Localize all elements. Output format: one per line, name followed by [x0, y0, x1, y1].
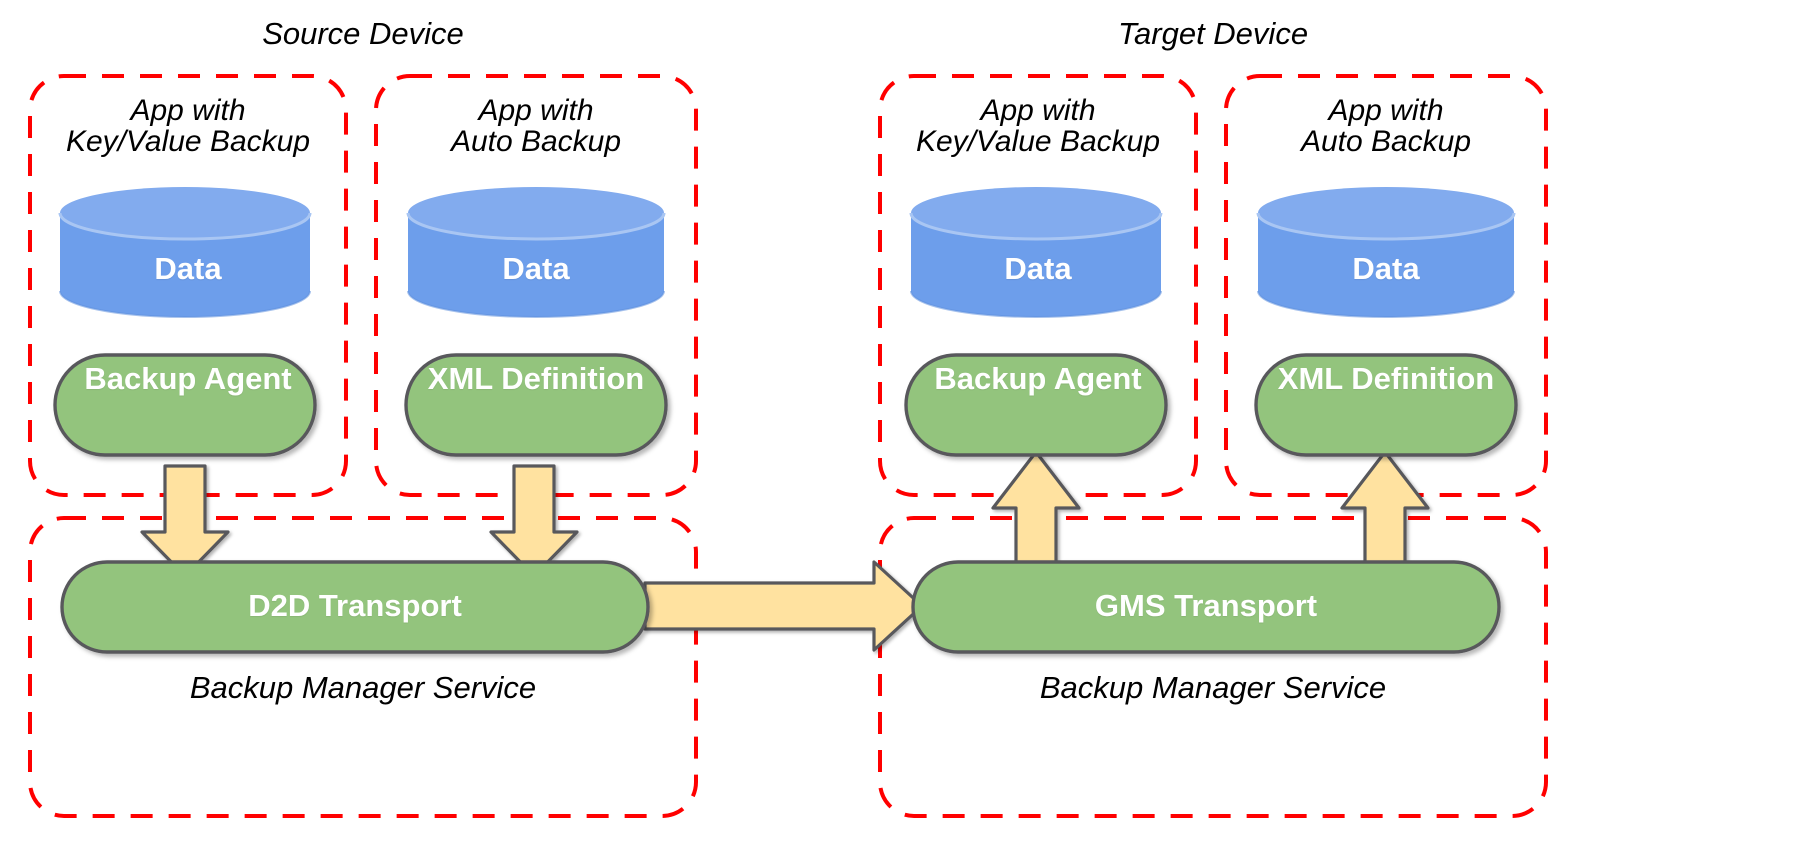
app-container-target-auto	[1224, 74, 1548, 497]
data-cylinder-source-kv	[58, 187, 312, 318]
service-container-source	[28, 516, 698, 818]
app-container-source-kv	[28, 74, 348, 497]
app-label-source-auto-line2: Auto Backup	[450, 125, 622, 158]
service-source-bms[interactable]: D2D Transport Backup Manager Service	[30, 518, 696, 816]
transport-label-d2d: D2D Transport	[248, 588, 462, 623]
app-source-kv[interactable]: App with Key/Value Backup Data Backup Ag…	[30, 76, 346, 495]
app-source-auto[interactable]: App with Auto Backup Data XML Definition	[376, 76, 696, 495]
mechanism-label-source-auto: XML Definition	[427, 361, 645, 396]
app-target-kv[interactable]: App with Key/Value Backup Data Backup Ag…	[880, 76, 1196, 495]
app-container-source-auto	[374, 74, 698, 497]
data-label-target-auto: Data	[1352, 251, 1420, 286]
xml-definition-to-d2d-arrow	[489, 464, 579, 578]
device-title-target: Target Device	[1117, 16, 1309, 51]
app-label-target-kv-line2: Key/Value Backup	[915, 125, 1161, 158]
app-label-target-auto-line1: App with	[1328, 94, 1444, 127]
service-label-target: Backup Manager Service	[1039, 670, 1387, 705]
service-container-target	[878, 516, 1548, 818]
app-label-source-kv-line2: Key/Value Backup	[65, 125, 311, 158]
mechanism-label-source-kv: Backup Agent	[84, 361, 292, 396]
app-label-target-auto-line2: Auto Backup	[1300, 125, 1472, 158]
data-cylinder-target-auto	[1256, 187, 1516, 318]
service-target-bms[interactable]: GMS Transport Backup Manager Service	[880, 518, 1546, 816]
node-shape-backup-agent-source	[53, 353, 317, 457]
data-cylinder-source-auto	[406, 187, 666, 318]
data-label-source-auto: Data	[502, 251, 570, 286]
mechanism-label-target-kv: Backup Agent	[934, 361, 1142, 396]
app-target-auto[interactable]: App with Auto Backup Data XML Definition	[1226, 76, 1546, 495]
node-shape-xml-definition-target	[1254, 353, 1518, 457]
node-shape-xml-definition-source	[404, 353, 668, 457]
node-shape-backup-agent-target	[904, 353, 1168, 457]
transport-label-gms: GMS Transport	[1094, 588, 1318, 623]
data-label-target-kv: Data	[1004, 251, 1072, 286]
app-label-source-auto-line1: App with	[478, 94, 594, 127]
app-container-target-kv	[878, 74, 1198, 497]
data-label-source-kv: Data	[154, 251, 222, 286]
app-label-target-kv-line1: App with	[980, 94, 1096, 127]
mechanism-label-target-auto: XML Definition	[1277, 361, 1495, 396]
device-title-source: Source Device	[262, 16, 464, 51]
service-label-source: Backup Manager Service	[189, 670, 537, 705]
node-shape-gms-transport	[911, 560, 1501, 654]
app-label-source-kv-line1: App with	[130, 94, 246, 127]
node-shape-d2d-transport	[60, 560, 650, 654]
backup-agent-to-d2d-arrow	[140, 464, 230, 578]
d2d-to-gms-transport-arrow	[643, 560, 924, 652]
data-cylinder-target-kv	[909, 187, 1163, 318]
